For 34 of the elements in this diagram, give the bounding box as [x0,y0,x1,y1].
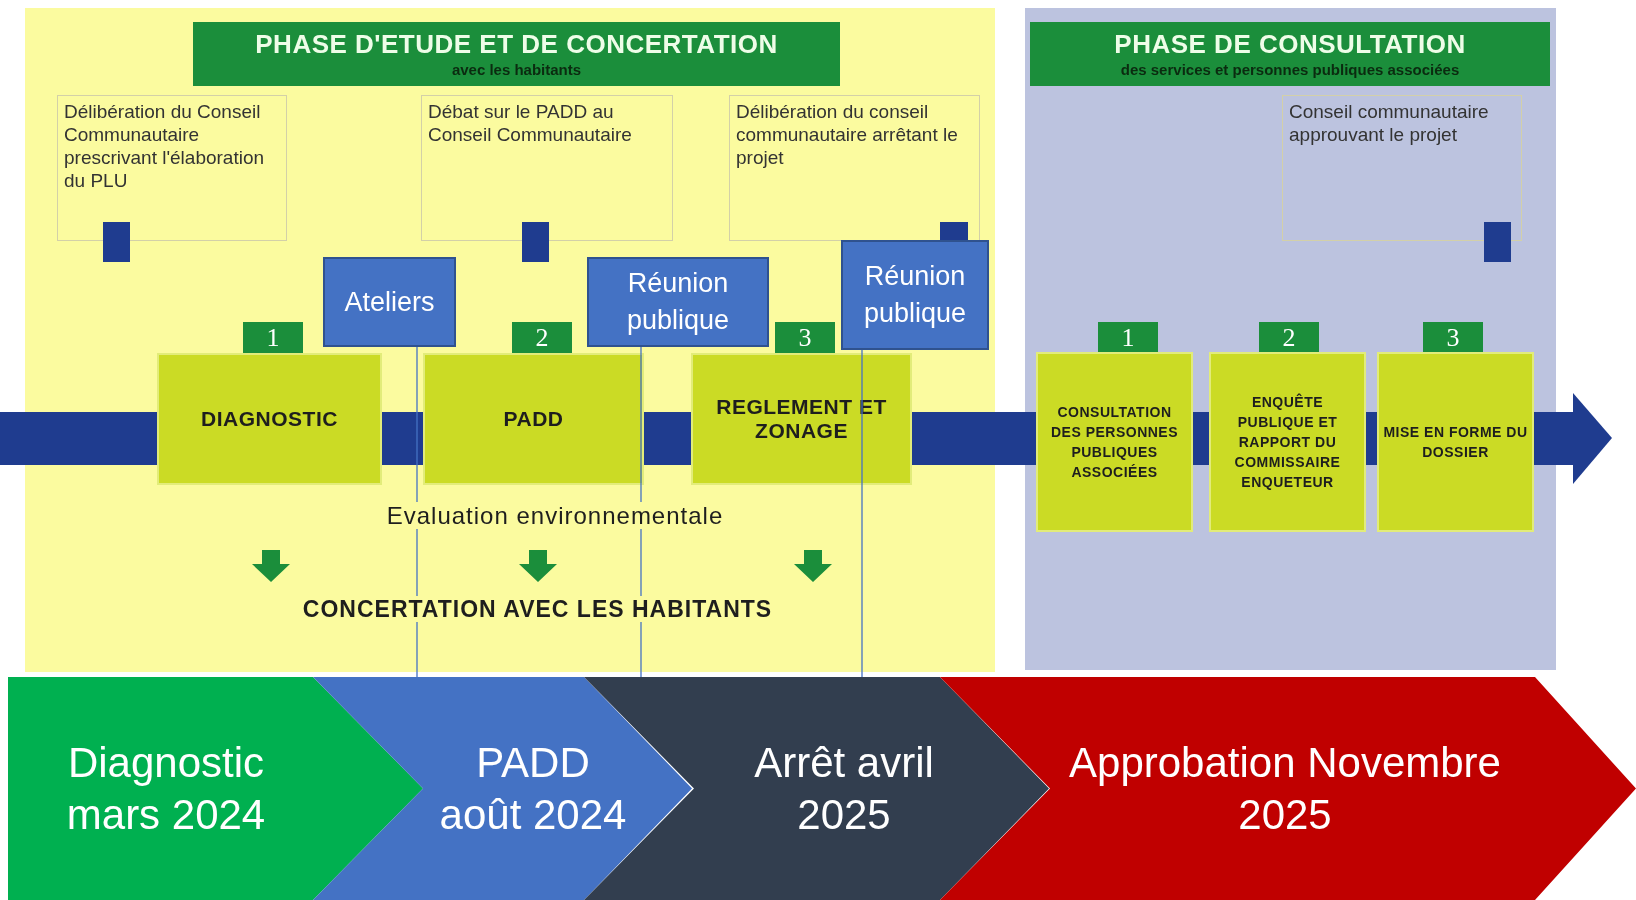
phase-panel [1025,8,1556,670]
step-number-tab: 3 [775,322,835,353]
step-box: MISE EN FORME DU DOSSIER [1377,352,1534,532]
step-box: DIAGNOSTIC [157,353,382,485]
step-box: CONSULTATION DES PERSONNES PUBLIQUES ASSOCIÉES [1036,352,1193,532]
step-number-tab: 3 [1423,322,1483,353]
chevron-text: Approbation Novembre 2025 [1068,737,1502,840]
note-box: Délibération du Conseil Communautaire prescrivant l'élaboration du PLU [57,95,287,241]
leader-line [861,349,863,678]
phase-subtitle: des services et personnes publiques associées [1120,60,1460,80]
chevron-banner [940,677,1636,900]
chevron-text: PADD août 2024 [438,737,628,840]
phase-panel [25,8,995,672]
step-box: REGLEMENT ET ZONAGE [691,353,912,485]
step-number-tab: 1 [1098,322,1158,353]
chevron-banner [8,677,423,900]
callout-box: Réunion publique [587,257,769,347]
step-number-tab: 1 [243,322,303,353]
phase-subtitle: avec les habitants [451,60,582,80]
note-box: Conseil communautaire approuvant le projet [1282,95,1522,241]
chevron-banner [313,677,692,900]
caption-text: Evaluation environnementale [386,502,724,529]
callout-box: Ateliers [323,257,456,347]
step-number-tab: 2 [1259,322,1319,353]
chevron-text: Arrêt avril 2025 [753,737,935,840]
step-box: PADD [423,353,644,485]
phase-title: PHASE D'ETUDE ET DE CONCERTATION [255,28,778,60]
step-number-tab: 2 [512,322,572,353]
caption-text: CONCERTATION AVEC LES HABITANTS [302,596,773,622]
chevron-text: Diagnostic mars 2024 [65,737,267,840]
phase-title: PHASE DE CONSULTATION [1114,28,1466,60]
step-box: ENQUÊTE PUBLIQUE ET RAPPORT DU COMMISSAIRE ENQUETEUR [1209,352,1366,532]
note-box: Débat sur le PADD au Conseil Communautaire [421,95,673,241]
callout-box: Réunion publique [841,240,989,350]
